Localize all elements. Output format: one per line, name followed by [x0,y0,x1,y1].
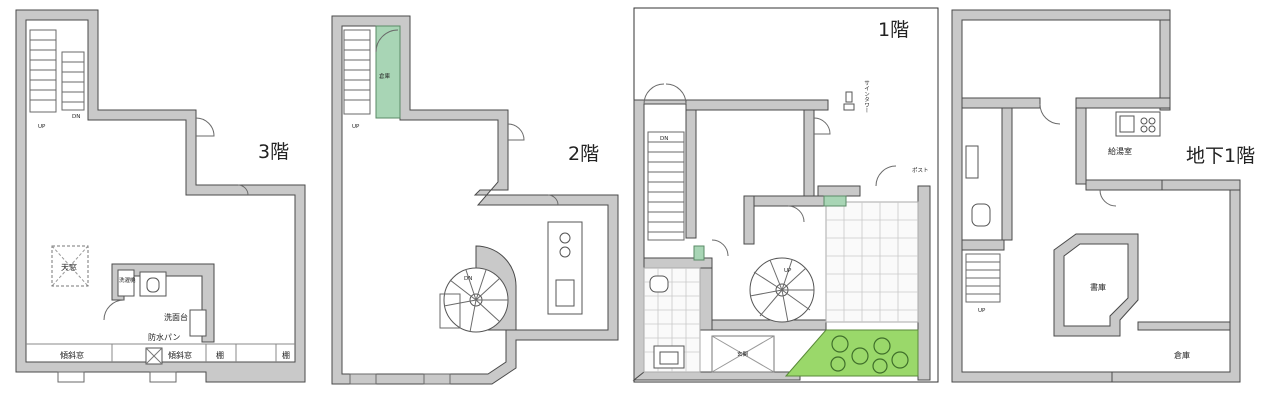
floor-2-title: 2階 [568,143,599,165]
sign-tower-label: サインタワー [863,80,870,113]
washbasin-label: 洗面台 [164,312,188,322]
floor-plan-3f: UP DN 天窓 洗濯機 洗面台 防水パン 傾斜窓 傾斜窓 棚 棚 3階 [15,9,306,383]
f3-up-label: UP [38,124,46,130]
warehouse-label: 倉庫 [1174,350,1190,360]
floor-plan-2f: 倉庫 UP DN 2階 [331,15,619,385]
shelf-2-label: 棚 [282,350,290,360]
clerestory-right-label: 傾斜窓 [168,350,192,360]
floor-b1-title: 地下1階 [1186,145,1255,167]
f1-down-label: DN [660,136,668,142]
floor-plan-b1f: 給湯室 UP 書庫 倉庫 地下1階 [951,9,1255,383]
clerestory-left-label: 傾斜窓 [60,350,84,360]
f2-storage-label: 倉庫 [379,72,391,80]
f2-down-label: DN [464,276,472,282]
b1-up-label: UP [978,308,986,314]
entrance-label: 玄関 [737,350,749,358]
f2-up-label: UP [352,124,360,130]
post-label: ポスト [912,167,929,174]
floor-plan-1f: DN 玄関 [632,7,939,383]
floor-1-title: 1階 [878,19,909,41]
f3-down-label: DN [72,114,80,120]
kitchenette-label: 給湯室 [1108,146,1132,156]
skylight-label: 天窓 [61,262,77,272]
f1-up-label: UP [784,268,792,274]
floor-3-title: 3階 [258,141,289,163]
f1-garden [784,329,919,377]
f1-tiled-court [825,201,919,323]
laundry-label: 洗濯機 [119,276,136,284]
shelf-1-label: 棚 [216,350,224,360]
waterproof-pan-label: 防水パン [148,332,180,342]
archive-label: 書庫 [1090,282,1106,292]
